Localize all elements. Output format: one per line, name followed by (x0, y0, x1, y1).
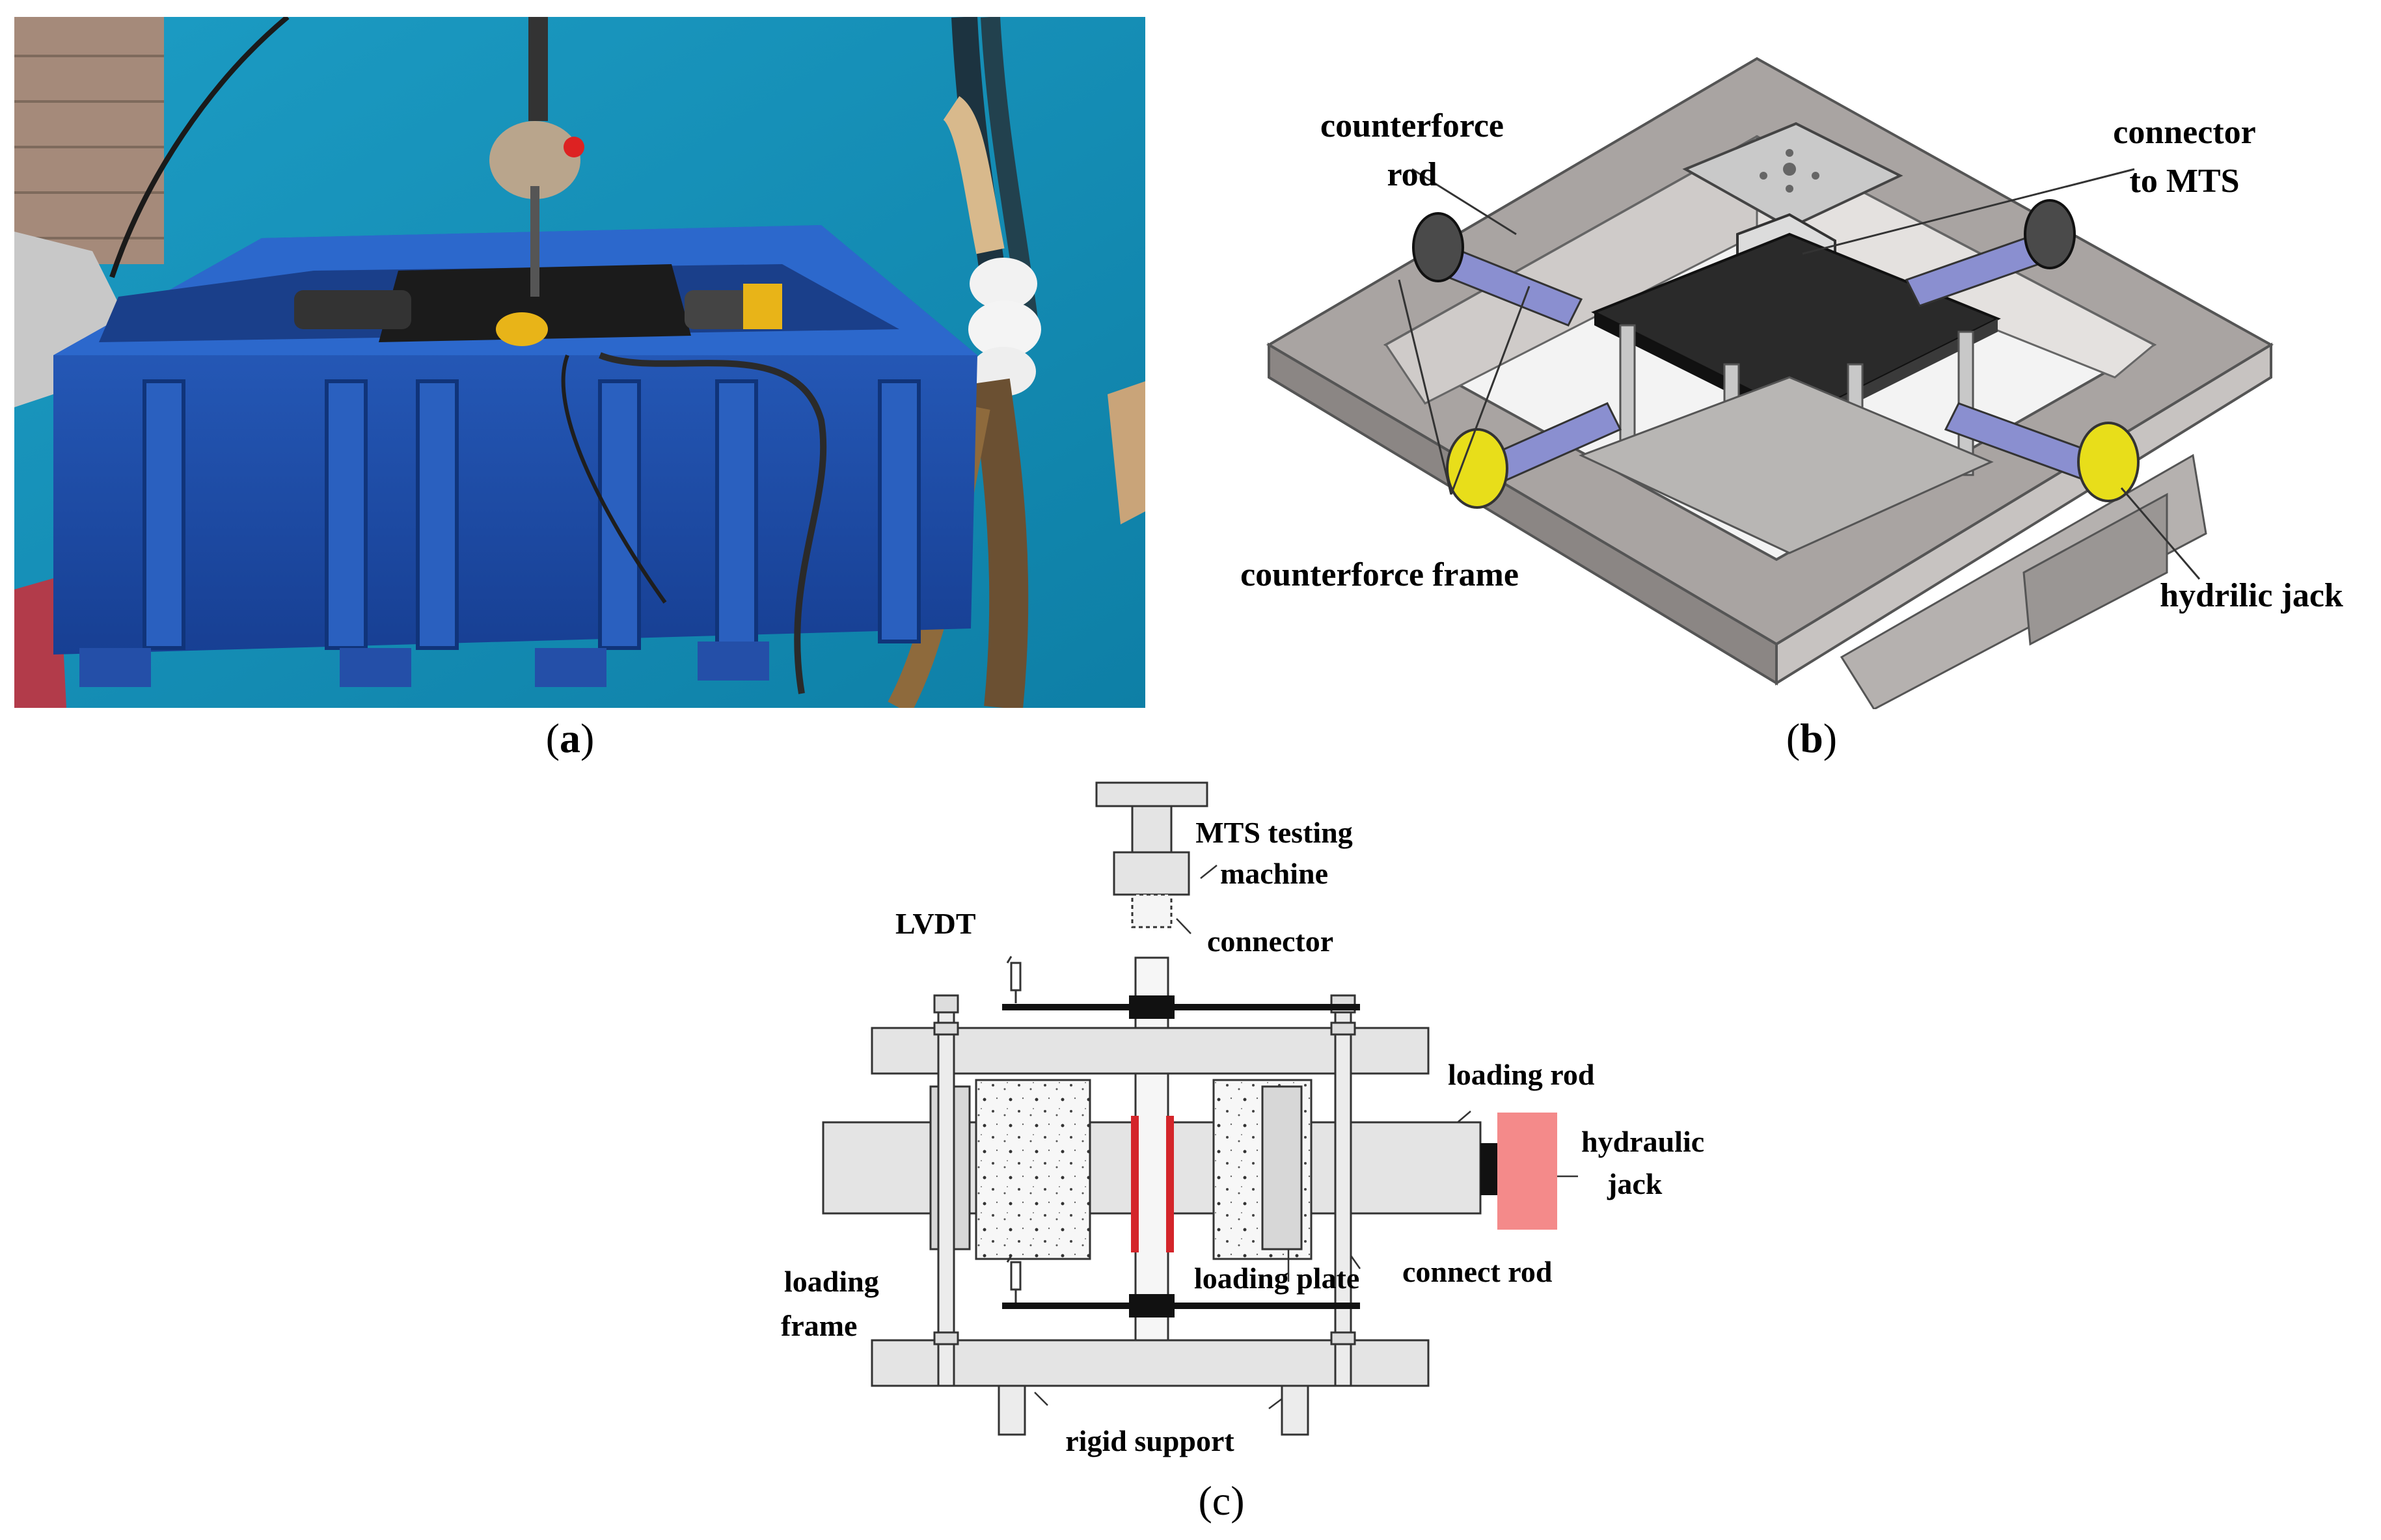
label-connector-mts-2: to MTS (2130, 163, 2240, 200)
lvdt-sensors (1006, 956, 1022, 1303)
label-loading-rod: loading rod (1448, 1058, 1595, 1091)
jack-piston (1480, 1143, 1497, 1195)
caption-a: (a) (505, 714, 635, 763)
label-rigid-support: rigid support (1065, 1424, 1234, 1457)
label-lvdt: LVDT (895, 907, 976, 940)
loading-plate-right (1261, 1085, 1303, 1250)
label-hydrilic-jack: hydrilic jack (2160, 577, 2343, 614)
label-connect-rod: connect rod (1402, 1255, 1553, 1288)
label-mts-1: MTS testing (1195, 816, 1353, 849)
caption-b-open: ( (1786, 715, 1801, 761)
interface-left (1131, 1116, 1139, 1252)
label-connector-mts-1: connector (2113, 114, 2255, 151)
caption-b-close: ) (1823, 715, 1838, 761)
test-rig-photo (14, 14, 1145, 714)
caption-c: (c) (1198, 1478, 1244, 1524)
connect-rod-left (937, 994, 955, 1387)
mts-head (1095, 781, 1208, 807)
label-counterforce-rod-1: counterforce (1320, 107, 1504, 144)
panel-a-photo (14, 14, 1145, 714)
panel-b-render: counterforce rod connector to MTS counte… (1191, 39, 2375, 710)
label-connector: connector (1207, 925, 1333, 958)
specimen-left (975, 1079, 1091, 1260)
label-counterforce-frame: counterforce frame (1240, 556, 1519, 593)
rigid-support-right (1281, 1385, 1309, 1436)
caption-a-letter: a (560, 715, 580, 761)
interface-right (1166, 1116, 1174, 1252)
caption-b: (b) (1747, 714, 1877, 763)
schematic-svg: MTS testing machine connector LVDT loadi… (781, 781, 1704, 1524)
caption-a-open: ( (545, 715, 560, 761)
connect-rod-right (1334, 994, 1352, 1387)
connector-block (1131, 893, 1173, 928)
label-loading-frame-2: frame (781, 1309, 857, 1342)
cad-render: counterforce rod connector to MTS counte… (1240, 57, 2343, 710)
lvdt-bar-top (1002, 1004, 1360, 1010)
label-counterforce-rod-2: rod (1387, 156, 1437, 193)
label-hydraulic-2: jack (1607, 1167, 1663, 1200)
panel-c-schematic: MTS testing machine connector LVDT loadi… (703, 768, 1757, 1529)
caption-a-close: ) (580, 715, 595, 761)
label-hydraulic-1: hydraulic (1581, 1125, 1704, 1158)
caption-b-letter: b (1800, 715, 1823, 761)
mts-clamp (1113, 851, 1190, 896)
lvdt-bar-bottom (1002, 1303, 1360, 1309)
label-loading-plate: loading plate (1194, 1262, 1359, 1295)
label-mts-2: machine (1220, 857, 1328, 890)
label-loading-frame-1: loading (784, 1265, 879, 1298)
hydraulic-jack-block (1497, 1113, 1557, 1230)
rigid-support-left (998, 1385, 1026, 1436)
